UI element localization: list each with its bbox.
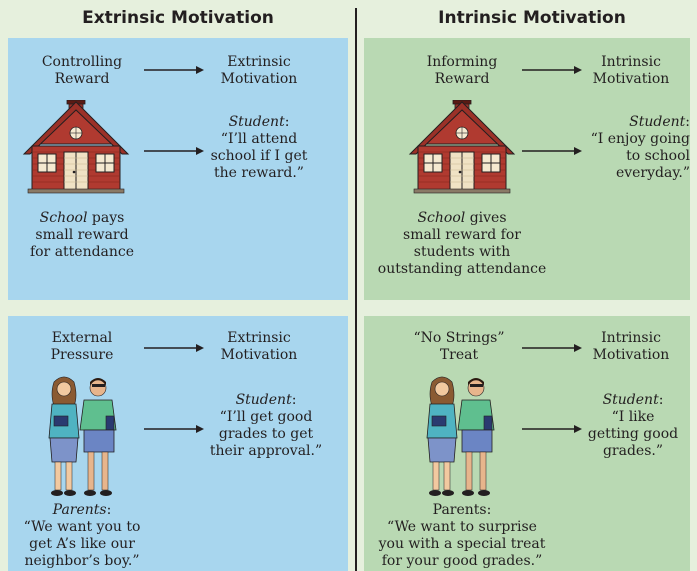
students-icon — [426, 376, 495, 496]
school-caption: School pays small reward for attendance — [29, 210, 135, 260]
parents-caption: Parents: “We want to surprise you with a… — [378, 502, 546, 569]
schoolhouse-icon — [22, 100, 130, 194]
arrow-right-icon — [522, 344, 582, 352]
arrow-right-icon — [144, 147, 204, 155]
school-caption: School gives small reward for students w… — [377, 210, 547, 277]
student-quote: Student: “I’ll get good grades to get th… — [209, 392, 323, 459]
arrow-right-icon — [144, 66, 204, 74]
arrow-right-icon — [522, 425, 582, 433]
intrinsic-header: Intrinsic Motivation — [438, 8, 626, 28]
schoolhouse-icon — [408, 100, 516, 194]
arrow-right-icon — [144, 344, 204, 352]
student-quote: Student: “I’ll attend school if I get th… — [210, 114, 308, 181]
center-divider — [355, 8, 357, 571]
extrinsic-header: Extrinsic Motivation — [82, 8, 274, 28]
arrow-right-icon — [522, 66, 582, 74]
cause-label: “No Strings”Treat — [413, 330, 505, 363]
student-quote: Student: “I enjoy going to school everyd… — [590, 114, 690, 181]
arrow-right-icon — [144, 425, 204, 433]
students-icon — [48, 376, 117, 496]
parents-caption: Parents: “We want you to get A’s like ou… — [23, 502, 141, 569]
student-quote: Student: “I like getting good grades.” — [587, 392, 679, 459]
arrow-right-icon — [522, 147, 582, 155]
